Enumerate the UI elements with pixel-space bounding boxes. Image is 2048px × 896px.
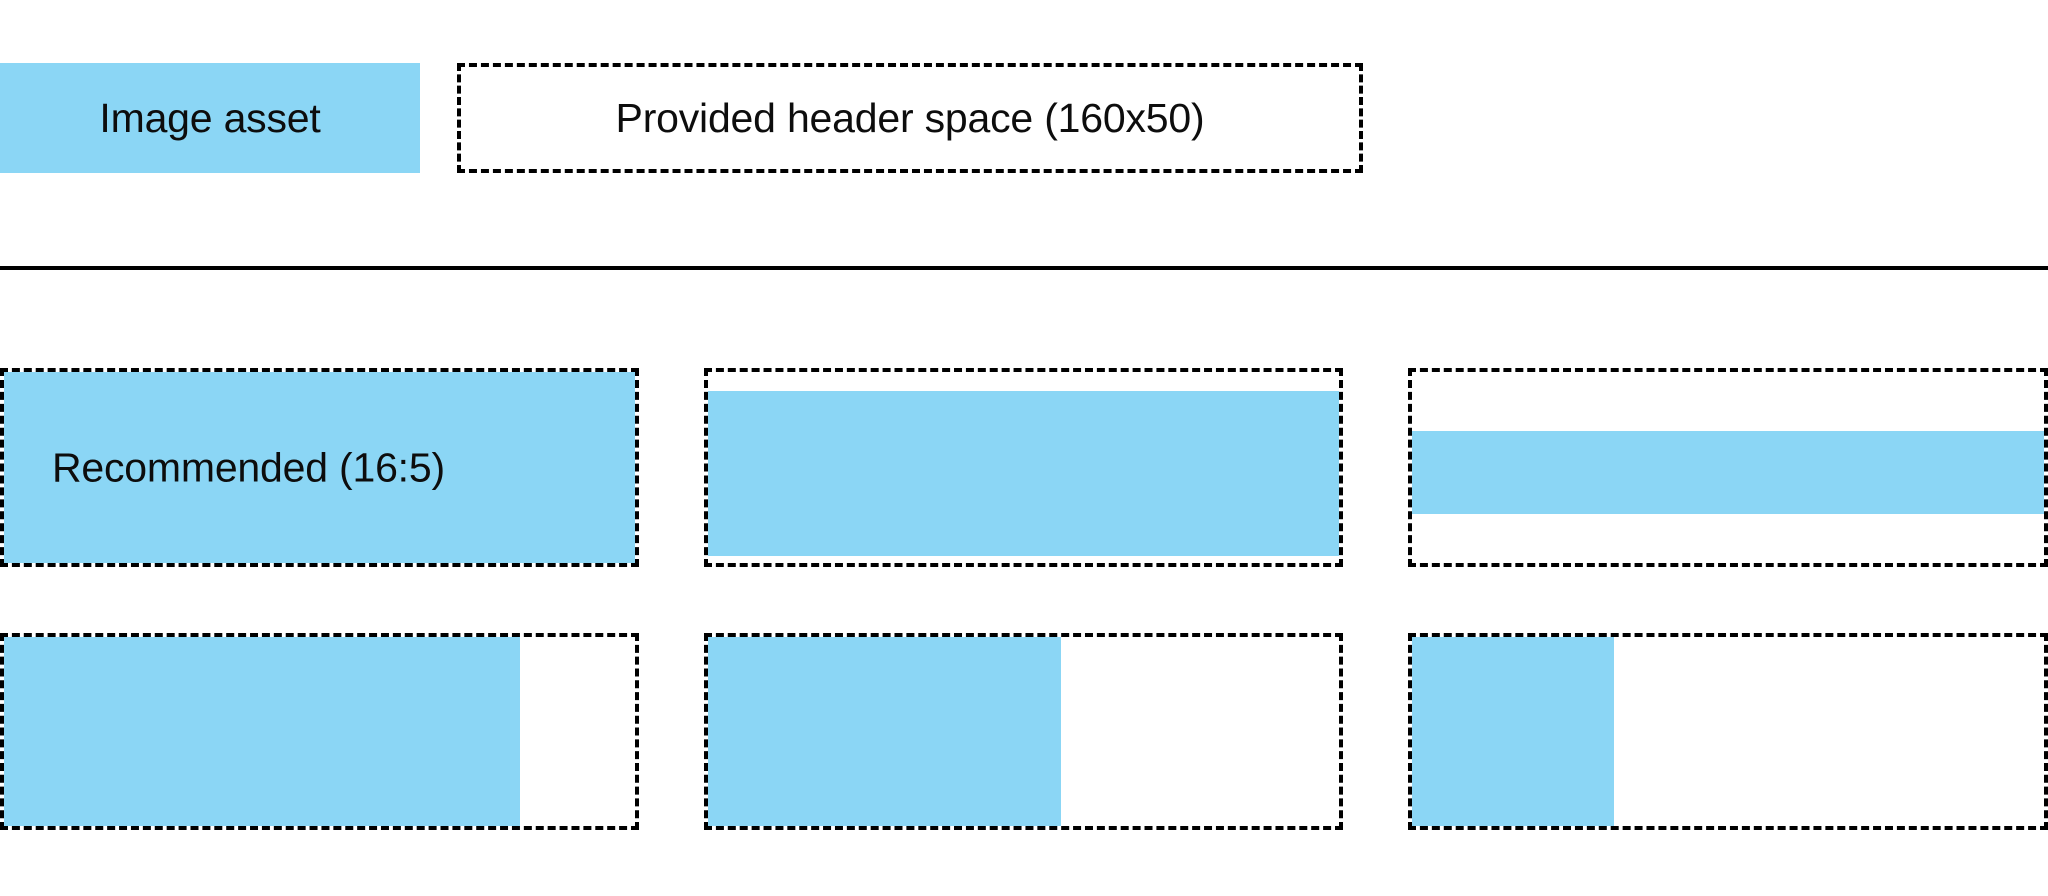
shortest-asset-cell	[1408, 368, 2048, 567]
wide-asset-cell	[0, 633, 639, 830]
image-asset-swatch: Image asset	[0, 63, 420, 173]
recommended-ratio-cell: Recommended (16:5)	[0, 368, 639, 567]
image-asset-label: Image asset	[99, 94, 321, 141]
medium-asset-cell	[704, 633, 1343, 830]
asset-fill-area	[1412, 637, 1614, 826]
asset-fill-area	[708, 637, 1061, 826]
asset-fill-area	[708, 391, 1339, 556]
header-example-row: Image asset Provided header space (160x5…	[0, 63, 2048, 173]
provided-header-space-outline: Provided header space (160x50)	[457, 63, 1363, 173]
section-divider	[0, 266, 2048, 270]
asset-fill-area	[4, 637, 520, 826]
provided-header-space-label: Provided header space (160x50)	[615, 94, 1205, 141]
narrow-asset-cell	[1408, 633, 2048, 830]
recommended-ratio-label: Recommended (16:5)	[52, 444, 445, 490]
shorter-asset-cell	[704, 368, 1343, 567]
asset-fill-area	[4, 372, 635, 563]
asset-fill-area	[1412, 431, 2044, 514]
